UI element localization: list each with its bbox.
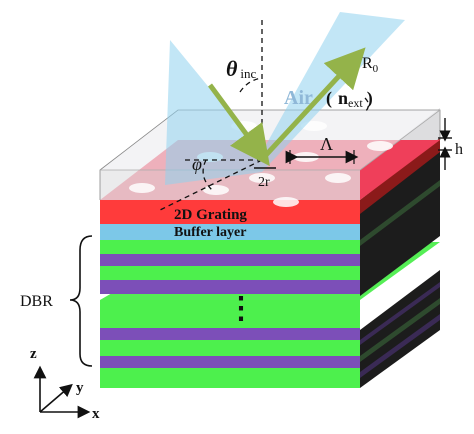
n-ext-open: ( <box>326 88 332 109</box>
n-ext-close: ) <box>367 88 373 109</box>
r0-subscript: 0 <box>373 63 379 75</box>
grating-hole <box>129 183 155 193</box>
upper-side-dark <box>360 138 440 296</box>
upper-side-grating <box>360 138 440 214</box>
in-plane-projection-line <box>159 159 263 211</box>
grating-front <box>100 200 360 224</box>
upper-green-2 <box>100 266 360 280</box>
grating-label: 2D Grating <box>174 207 247 223</box>
n-ext-main: n <box>338 88 348 108</box>
dbr-layer-purple-2 <box>100 356 360 368</box>
x-axis-label: x <box>92 406 100 422</box>
phi-label: φ <box>192 154 202 174</box>
n-ext-sub: ext <box>348 96 363 110</box>
dbr-layer-green-1 <box>100 300 360 328</box>
theta-subscript: inc <box>240 66 256 81</box>
z-axis-label: z <box>30 346 37 362</box>
dbr-lower-side-stripe-3 <box>360 314 440 378</box>
dbr-label: DBR <box>20 293 53 310</box>
upper-side-stripe <box>360 180 440 246</box>
upper-green-1 <box>100 240 360 254</box>
y-axis-line <box>39 383 73 413</box>
grating-hole <box>203 185 229 195</box>
reflected-beam-arrow <box>264 47 366 157</box>
grating-hole <box>273 197 299 207</box>
dbr-brace <box>69 235 93 367</box>
grating-hole <box>325 173 351 183</box>
h-label: h <box>455 141 463 158</box>
theta-symbol: θ <box>226 56 238 81</box>
r0-label: R0 <box>362 55 379 75</box>
theta-arc <box>239 77 263 93</box>
buffer-label: Buffer layer <box>174 225 246 240</box>
air-bracket-arc <box>364 97 370 113</box>
dbr-lower-side-stripe-2 <box>360 298 440 362</box>
upper-stack <box>99 108 441 296</box>
r0-main: R <box>362 55 373 72</box>
ellipsis-label: ⋮ <box>226 292 256 325</box>
y-axis-label: y <box>76 380 84 396</box>
upper-purple-2 <box>100 280 360 294</box>
air-label: Air <box>284 87 313 109</box>
thickness-marker <box>438 118 452 170</box>
incident-beam-arrow <box>207 83 270 167</box>
two-r-label: 2r <box>258 175 270 190</box>
phi-arc <box>202 159 213 191</box>
dbr-layer-purple-1 <box>100 328 360 340</box>
lambda-label: Λ <box>320 134 333 154</box>
dbr-lower-side-stripe-1 <box>360 282 440 345</box>
dbr-layer-green-3 <box>100 368 360 388</box>
upper-purple-1 <box>100 254 360 266</box>
grating-hole <box>367 141 393 151</box>
buffer-front <box>100 224 360 240</box>
coordinate-axes <box>33 365 91 419</box>
grating-hole <box>249 173 275 183</box>
n-ext-label: ( next) <box>326 88 373 110</box>
dbr-layer-green-2 <box>100 340 360 356</box>
air-layer-right-edge <box>359 109 441 171</box>
